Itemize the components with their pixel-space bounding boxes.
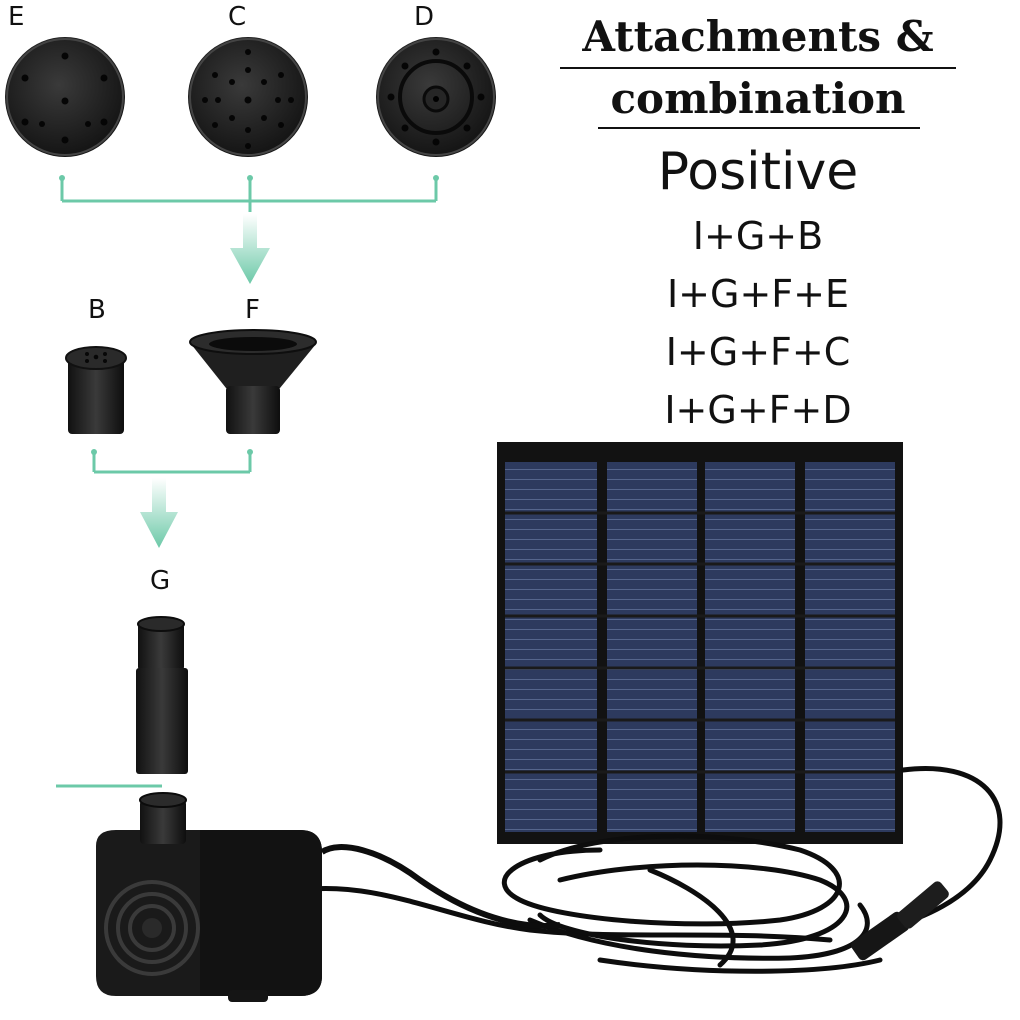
combo-item: I+G+F+C bbox=[665, 330, 851, 374]
label-g: G bbox=[150, 566, 171, 596]
label-d: D bbox=[414, 2, 435, 32]
label-b: B bbox=[88, 295, 106, 325]
part-b bbox=[65, 346, 127, 434]
water-pump bbox=[96, 792, 561, 1002]
down-arrow-icon bbox=[230, 214, 270, 284]
nozzle-d bbox=[376, 37, 496, 157]
part-g bbox=[136, 616, 188, 774]
positive-title: Positive bbox=[657, 142, 859, 202]
heading-underline-1 bbox=[560, 67, 956, 69]
label-c: C bbox=[228, 2, 247, 32]
cable bbox=[297, 766, 1003, 974]
combo-item: I+G+F+E bbox=[666, 272, 850, 316]
nozzle-e bbox=[5, 37, 125, 157]
part-f bbox=[189, 329, 317, 434]
nozzle-c bbox=[188, 37, 308, 157]
connector-bracket-middle bbox=[92, 452, 252, 474]
combo-item: I+G+F+D bbox=[664, 388, 852, 432]
solar-panel bbox=[497, 442, 903, 844]
label-f: F bbox=[245, 295, 260, 325]
label-e: E bbox=[8, 2, 25, 32]
combo-item: I+G+B bbox=[692, 214, 824, 258]
connector-bracket-top bbox=[60, 178, 438, 212]
cable-connector bbox=[851, 881, 949, 961]
heading-underline-2 bbox=[598, 127, 920, 129]
down-arrow-icon bbox=[140, 478, 178, 548]
heading-line-1: Attachments & bbox=[582, 12, 934, 61]
heading-line-2: combination bbox=[610, 74, 906, 123]
